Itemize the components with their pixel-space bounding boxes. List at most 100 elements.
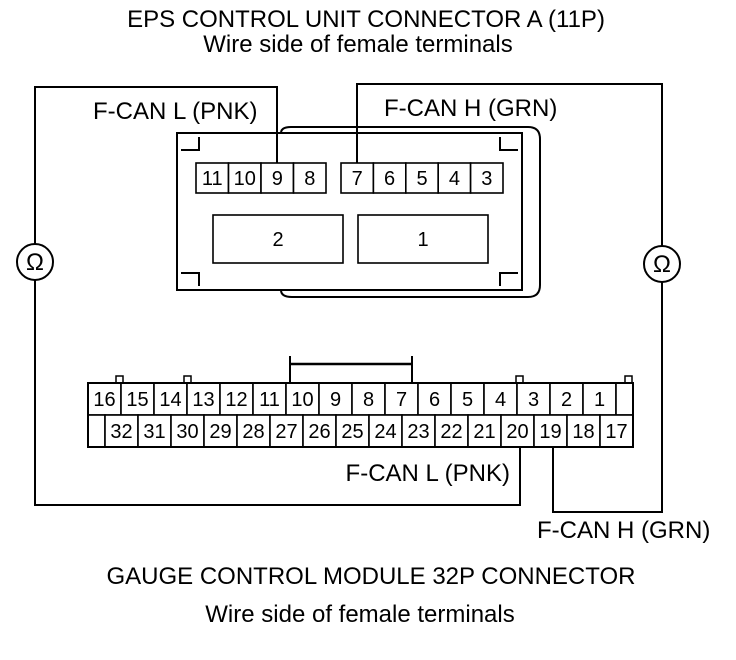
gauge-empty-cavity-bottom-box [87, 414, 106, 448]
gauge-pin-2-label: 2 [561, 389, 572, 411]
gauge-empty-cavity-top-box [615, 382, 634, 416]
gauge-pin-28-label: 28 [242, 421, 264, 443]
gauge-pin-27-box [269, 414, 304, 448]
eps-pin-8: 8 [292, 162, 327, 194]
gauge-pin-27-label: 27 [275, 421, 297, 443]
gauge-pin-24-label: 24 [374, 421, 396, 443]
gauge-pin-17-label: 17 [605, 421, 627, 443]
gauge-pin-9: 9 [318, 382, 353, 416]
eps-pin-6-label: 6 [384, 168, 395, 190]
eps-pin-6: 6 [372, 162, 407, 194]
gauge-pin-4-box [483, 382, 518, 416]
gauge-pin-3: 3 [516, 382, 551, 416]
gauge-connector-title: GAUGE CONTROL MODULE 32P CONNECTOR [107, 563, 636, 590]
gauge-pin-14-box [153, 382, 188, 416]
eps-pin-3: 3 [469, 162, 504, 194]
gauge-pin-32-box [104, 414, 139, 448]
gauge-pin-19-label: 19 [539, 421, 561, 443]
gauge-pin-11: 11 [252, 382, 287, 416]
gauge-pin-16-label: 16 [93, 389, 115, 411]
gauge-connector-subtitle: Wire side of female terminals [205, 601, 514, 628]
gauge-pin-11-box [252, 382, 287, 416]
gauge-pin-12-label: 12 [225, 389, 247, 411]
gauge-pin-23: 23 [401, 414, 436, 448]
gauge-pin-7: 7 [384, 382, 419, 416]
eps-pin-2-box [212, 214, 344, 264]
eps-pin-4-label: 4 [449, 168, 460, 190]
eps-corner-mark-bottom-right [499, 272, 518, 286]
gauge-pin-31-label: 31 [143, 421, 165, 443]
eps-pin-8-box [292, 162, 327, 194]
gauge-pin-22-label: 22 [440, 421, 462, 443]
gauge-pin-25-label: 25 [341, 421, 363, 443]
gauge-connector-outline [87, 382, 634, 448]
gauge-pin-21-label: 21 [473, 421, 495, 443]
eps-pin-4: 4 [437, 162, 472, 194]
eps-pin-5: 5 [404, 162, 439, 194]
gauge-pin-22: 22 [434, 414, 469, 448]
gauge-pin-20: 20 [500, 414, 535, 448]
gauge-pin-5-label: 5 [462, 389, 473, 411]
eps-pin-9: 9 [260, 162, 295, 194]
eps-pin-11: 11 [195, 162, 230, 194]
gauge-pin-9-label: 9 [330, 389, 341, 411]
gauge-pin-8-label: 8 [363, 389, 374, 411]
eps-corner-mark-bottom-left [181, 272, 200, 286]
gauge-pin-16: 16 [87, 382, 122, 416]
eps-pin-7-label: 7 [352, 168, 363, 190]
eps-pin-7-box [340, 162, 375, 194]
gauge-pin-20-label: 20 [506, 421, 528, 443]
gauge-pin-23-label: 23 [407, 421, 429, 443]
gauge-notch-3 [515, 375, 524, 384]
gauge-pin-6-label: 6 [429, 389, 440, 411]
gauge-pin-27: 27 [269, 414, 304, 448]
gauge-can-high-wire-label: F-CAN H (GRN) [537, 517, 710, 544]
gauge-pin-10-label: 10 [291, 389, 313, 411]
eps-pin-9-label: 9 [272, 168, 283, 190]
gauge-notch-2 [183, 375, 192, 384]
eps-pin-3-box [469, 162, 504, 194]
gauge-pin-12: 12 [219, 382, 254, 416]
eps-connector-title: EPS CONTROL UNIT CONNECTOR A (11P) [127, 6, 605, 33]
ohmmeter-left-circle [16, 243, 54, 281]
ohmmeter-right-circle [643, 245, 681, 283]
eps-pin-5-box [404, 162, 439, 194]
eps-connector-hood [280, 126, 541, 298]
gauge-pin-21: 21 [467, 414, 502, 448]
gauge-pin-1: 1 [582, 382, 617, 416]
gauge-pin-4: 4 [483, 382, 518, 416]
gauge-pin-25: 25 [335, 414, 370, 448]
eps-pin-10-box [227, 162, 262, 194]
eps-pin-2-label: 2 [272, 229, 283, 251]
gauge-pin-12-box [219, 382, 254, 416]
gauge-pin-6: 6 [417, 382, 452, 416]
gauge-pin-11-label: 11 [259, 389, 280, 411]
ohmmeter-right-icon: Ω [643, 245, 681, 283]
gauge-pin-26: 26 [302, 414, 337, 448]
gauge-pin-4-label: 4 [495, 389, 506, 411]
gauge-pin-15-label: 15 [126, 389, 148, 411]
can-high-wire-eps-side [356, 83, 663, 246]
gauge-pin-14-label: 14 [159, 389, 181, 411]
eps-can-low-wire-label: F-CAN L (PNK) [93, 98, 257, 125]
gauge-pin-24: 24 [368, 414, 403, 448]
gauge-pin-7-label: 7 [396, 389, 407, 411]
eps-can-high-wire-label: F-CAN H (GRN) [384, 95, 557, 122]
gauge-empty-cavity-top [615, 382, 634, 416]
eps-pin-1-box [357, 214, 489, 264]
gauge-pin-28: 28 [236, 414, 271, 448]
eps-pin-7: 7 [340, 162, 375, 194]
gauge-pin-2-box [549, 382, 584, 416]
eps-connector-body [176, 132, 523, 291]
eps-corner-mark-top-right [499, 137, 518, 151]
eps-pin-8-label: 8 [304, 168, 315, 190]
gauge-empty-cavity-bottom [87, 414, 106, 448]
can-low-wire-gauge-side [34, 280, 521, 506]
gauge-pin-18-box [566, 414, 601, 448]
gauge-pin-5: 5 [450, 382, 485, 416]
eps-pin-9-box [260, 162, 295, 194]
